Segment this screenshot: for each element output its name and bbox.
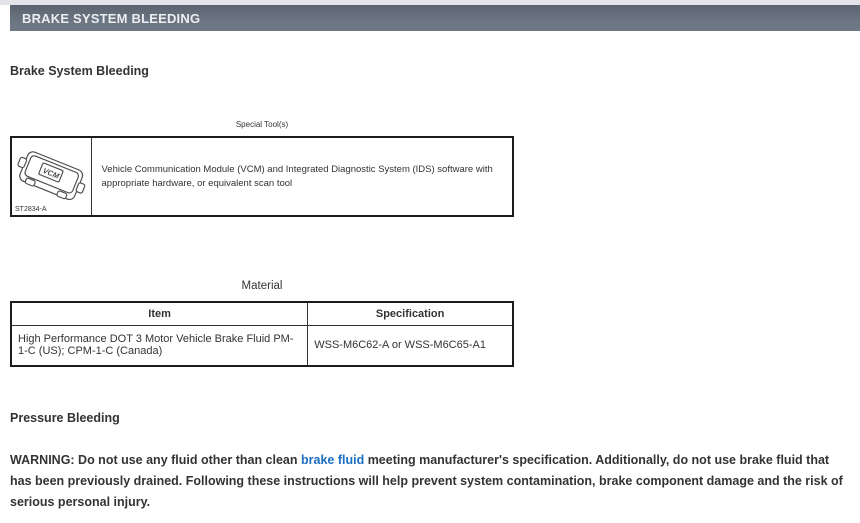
material-table: Item Specification High Performance DOT …	[10, 301, 514, 367]
tool-description: Vehicle Communication Module (VCM) and I…	[90, 136, 514, 217]
brake-fluid-link[interactable]: brake fluid	[301, 453, 365, 467]
page-top-strip	[0, 0, 860, 5]
table-header-row: Item Specification	[10, 301, 514, 326]
material-spec-cell: WSS-M6C62-A or WSS-M6C65-A1	[307, 324, 514, 367]
tool-image-cell: VCM ST2834-A	[10, 136, 92, 217]
tool-id-label: ST2834-A	[15, 206, 47, 213]
warning-text-before: WARNING: Do not use any fluid other than…	[10, 453, 301, 467]
section-header-title: BRAKE SYSTEM BLEEDING	[22, 10, 201, 26]
vcm-tool-icon: VCM	[17, 150, 86, 200]
page-title: Brake System Bleeding	[10, 64, 149, 78]
column-header-item: Item	[10, 301, 309, 326]
subsection-title: Pressure Bleeding	[10, 411, 120, 425]
special-tools-caption: Special Tool(s)	[235, 120, 289, 129]
section-header-bar: BRAKE SYSTEM BLEEDING	[10, 5, 860, 31]
material-item-cell: High Performance DOT 3 Motor Vehicle Bra…	[10, 324, 309, 367]
material-caption: Material	[241, 280, 283, 292]
special-tools-table: VCM ST2834-A Vehicle Communication Modul…	[10, 136, 514, 217]
table-row: High Performance DOT 3 Motor Vehicle Bra…	[10, 324, 514, 367]
warning-paragraph: WARNING: Do not use any fluid other than…	[10, 450, 854, 513]
table-row: VCM ST2834-A Vehicle Communication Modul…	[10, 136, 514, 217]
column-header-specification: Specification	[307, 301, 514, 326]
warning-text-after: meeting manufacturer's specification. Ad…	[10, 453, 843, 509]
